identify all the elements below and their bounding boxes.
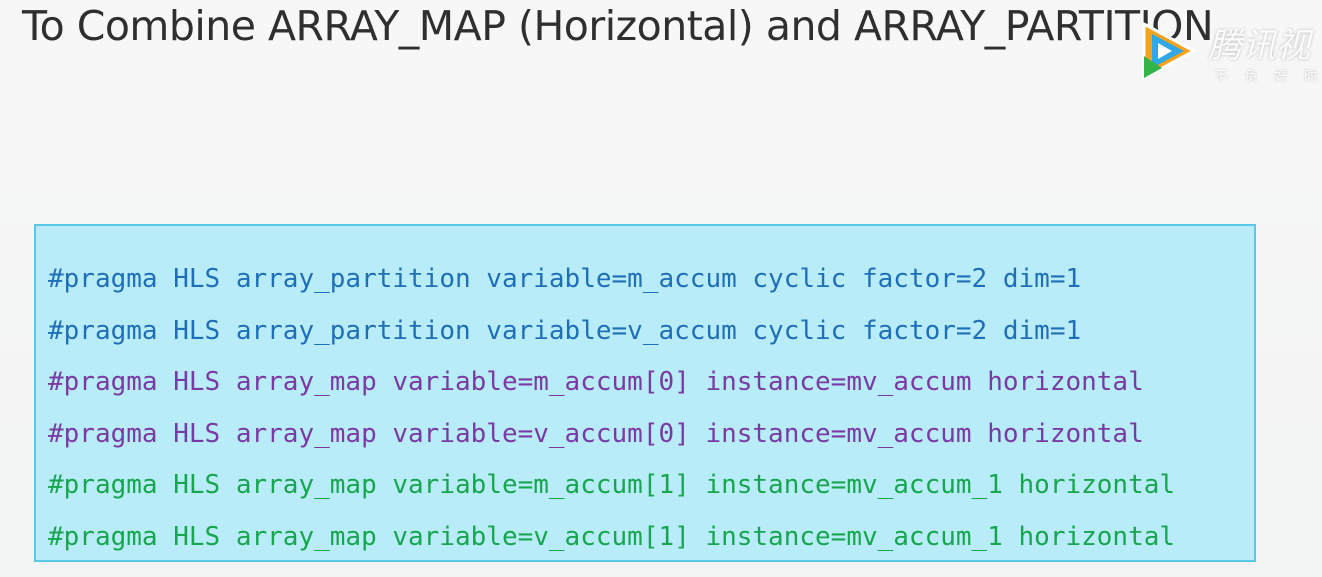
code-line-1: #pragma HLS array_partition variable=m_a…: [48, 264, 1082, 294]
code-line-4: #pragma HLS array_map variable=v_accum[0…: [48, 418, 1144, 449]
watermark-text: 腾讯视: [1208, 26, 1310, 66]
code-line-2: #pragma HLS array_partition variable=v_a…: [48, 315, 1082, 346]
video-watermark: 腾讯视 不负好时: [1132, 10, 1322, 90]
code-block: #pragma HLS array_partition variable=m_a…: [34, 224, 1256, 562]
code-line-5: #pragma HLS array_map variable=m_accum[1…: [48, 470, 1176, 500]
tencent-video-play-icon: [1142, 22, 1196, 80]
code-line-6: #pragma HLS array_map variable=v_accum[1…: [48, 521, 1176, 552]
code-line-3: #pragma HLS array_map variable=m_accum[0…: [48, 367, 1144, 397]
slide-title: To Combine ARRAY_MAP (Horizontal) and AR…: [22, 2, 1214, 50]
watermark-subtext: 不负好时: [1214, 69, 1322, 85]
